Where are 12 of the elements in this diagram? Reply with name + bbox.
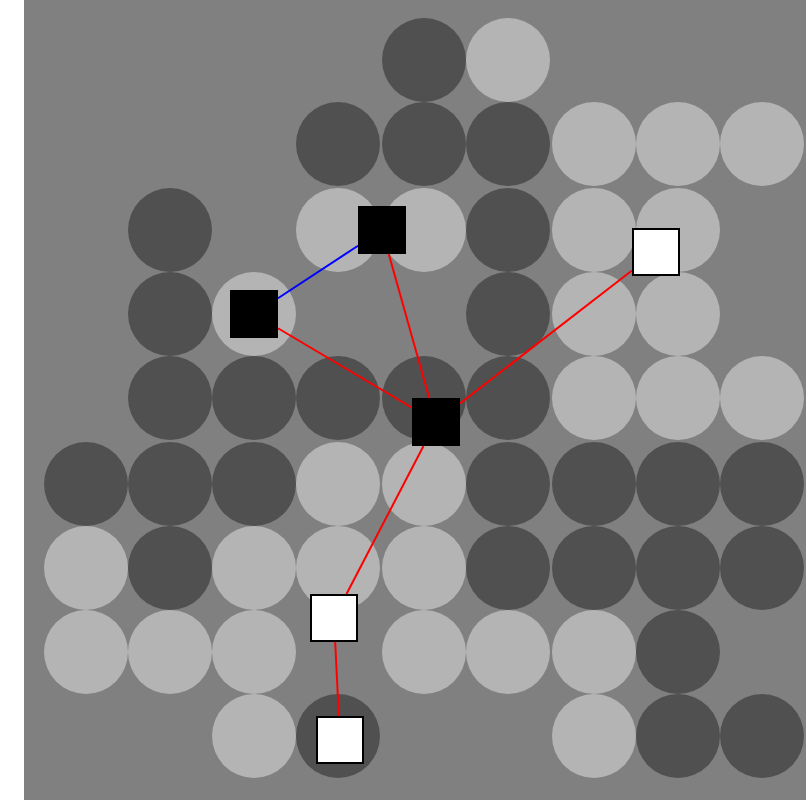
square-marker bbox=[316, 716, 364, 764]
connector-line bbox=[345, 445, 425, 595]
connector-line bbox=[459, 269, 633, 405]
connector-line bbox=[387, 253, 431, 399]
connector-line bbox=[277, 327, 413, 409]
square-marker bbox=[230, 290, 278, 338]
square-marker bbox=[310, 594, 358, 642]
square-marker bbox=[632, 228, 680, 276]
square-marker bbox=[358, 206, 406, 254]
connector-line bbox=[277, 244, 359, 300]
square-marker bbox=[412, 398, 460, 446]
connector-line bbox=[334, 641, 340, 717]
